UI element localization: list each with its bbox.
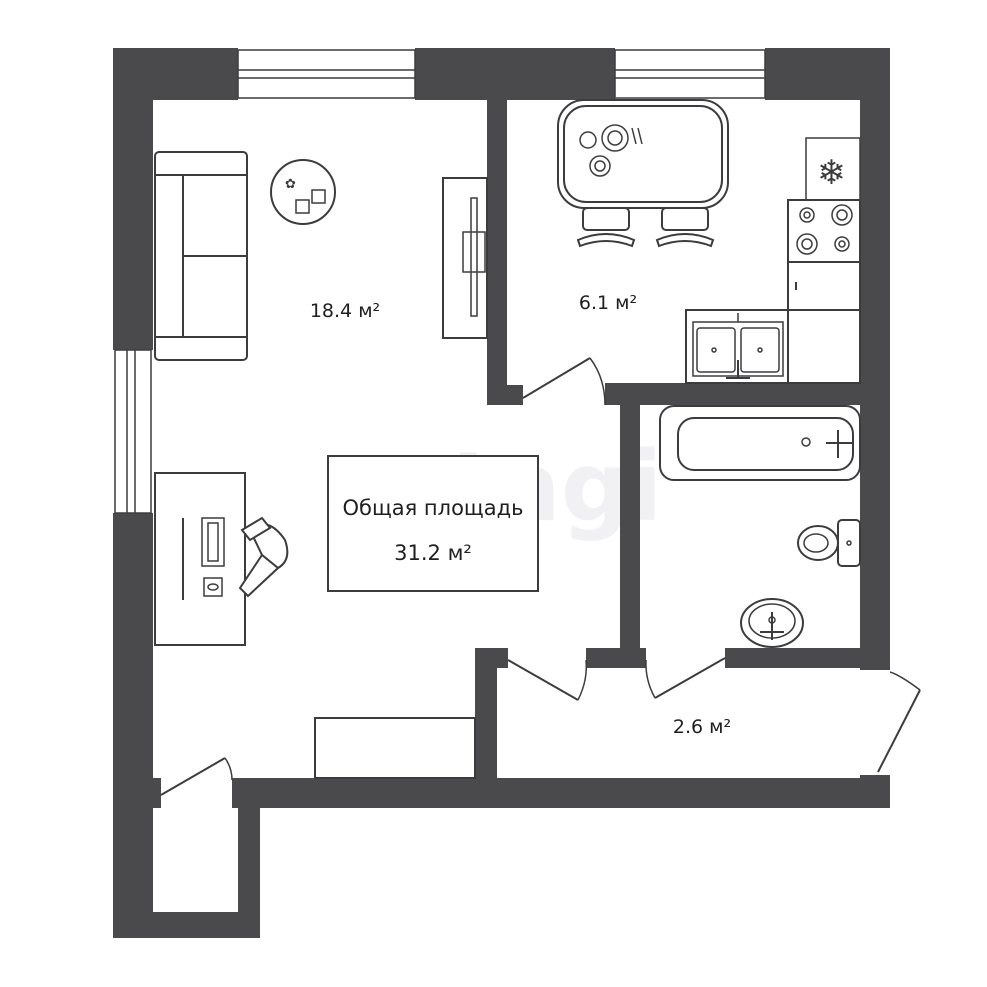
door-kitchen	[522, 357, 606, 406]
window-left	[114, 349, 152, 514]
total-area-box: Общая площадь 31.2 м²	[327, 455, 539, 592]
door-bath	[645, 657, 726, 699]
window-top-right	[614, 49, 766, 99]
stove	[787, 199, 861, 263]
window-top-left	[237, 49, 416, 99]
kitchen-chair-right	[655, 207, 715, 248]
kitchen-chair-left	[576, 207, 636, 248]
kitchen-sink	[692, 313, 784, 379]
sofa	[154, 151, 248, 361]
kitchen-cabinet	[787, 261, 861, 311]
walls	[113, 48, 890, 938]
tv-cabinet	[442, 177, 488, 339]
door-entrance	[877, 671, 921, 773]
office-chair	[238, 516, 289, 598]
bathtub	[659, 405, 861, 481]
coffee-table: ✿	[270, 159, 336, 225]
living-room-area: 18.4 м²	[310, 300, 380, 322]
total-area-label: Общая площадь	[343, 496, 524, 520]
kitchen-area: 6.1 м²	[579, 292, 637, 314]
desk	[154, 472, 246, 646]
door-hall-bottom	[507, 659, 588, 701]
washbasin	[740, 598, 804, 648]
snowflake-icon: ❄	[817, 153, 846, 193]
door-annex	[160, 757, 233, 796]
hall-area: 2.6 м²	[673, 716, 731, 738]
fridge: ❄	[805, 137, 861, 201]
svg-text:✿: ✿	[285, 177, 296, 192]
dining-table	[557, 99, 729, 209]
total-area-value: 31.2 м²	[394, 541, 472, 565]
toilet	[797, 519, 861, 567]
shoe-cabinet	[314, 717, 476, 779]
